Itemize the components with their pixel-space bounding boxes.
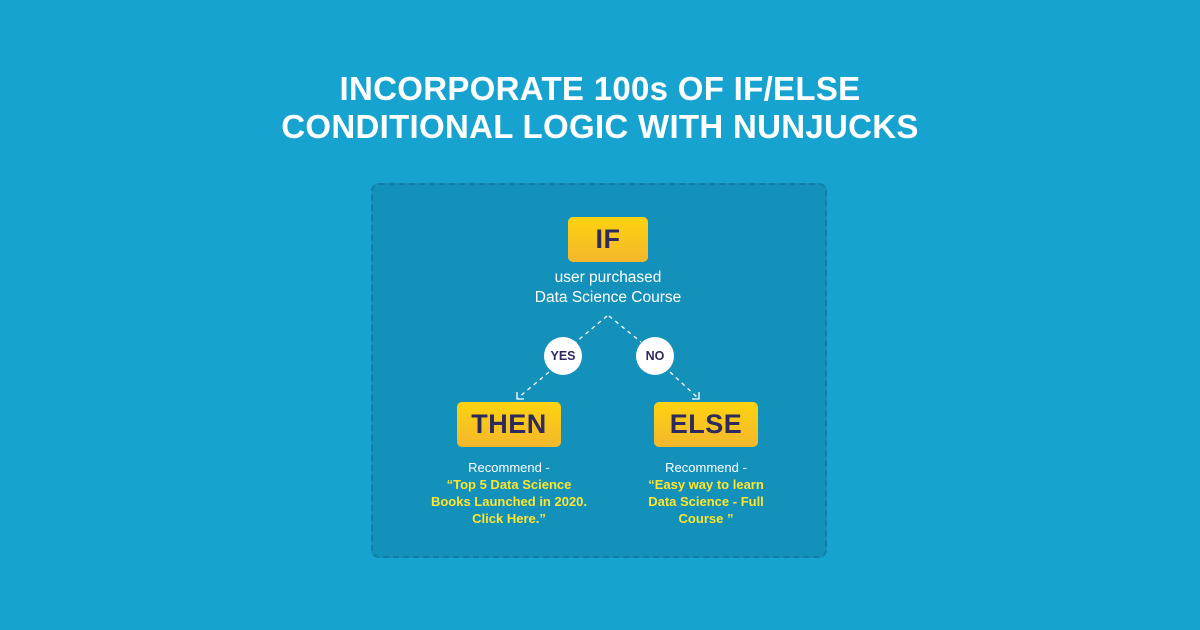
then-chip: THEN — [457, 402, 561, 447]
else-recommendation: Recommend - “Easy way to learn Data Scie… — [606, 459, 806, 527]
yes-badge: YES — [544, 337, 582, 375]
else-message-line-1: “Easy way to learn — [648, 477, 764, 492]
no-badge: NO — [636, 337, 674, 375]
else-message-line-3: Course ” — [678, 511, 734, 526]
page-title: INCORPORATE 100s OF IF/ELSE CONDITIONAL … — [0, 70, 1200, 146]
then-message-line-1: “Top 5 Data Science — [446, 477, 572, 492]
condition-line-2: Data Science Course — [534, 289, 682, 306]
then-message-line-2: Books Launched in 2020. — [430, 494, 588, 509]
condition-line-1: user purchased — [554, 269, 662, 286]
then-recommendation: Recommend - “Top 5 Data Science Books La… — [409, 459, 609, 527]
else-recommend-prefix: Recommend - — [665, 460, 747, 475]
else-message-line-2: Data Science - Full — [648, 494, 764, 509]
title-line-1: INCORPORATE 100s OF IF/ELSE — [339, 70, 861, 107]
title-line-2: CONDITIONAL LOGIC WITH NUNJUCKS — [281, 108, 919, 145]
condition-text: user purchased Data Science Course — [458, 268, 758, 308]
then-recommend-prefix: Recommend - — [468, 460, 550, 475]
if-chip: IF — [568, 217, 648, 262]
else-chip: ELSE — [654, 402, 758, 447]
then-message-line-3: Click Here.” — [472, 511, 546, 526]
